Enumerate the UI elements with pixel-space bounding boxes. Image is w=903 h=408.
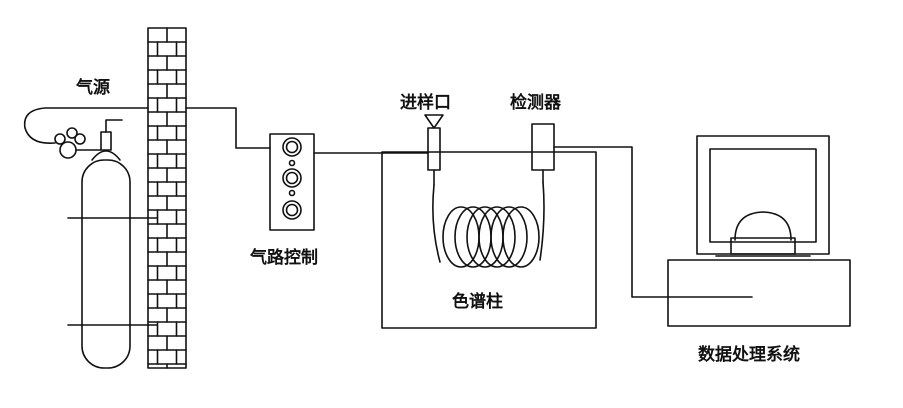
- tubing-source-to-control: [185, 107, 271, 149]
- computer-base: [667, 259, 851, 327]
- detector-label: 检测器: [510, 93, 561, 113]
- regulator-gauges: [54, 127, 102, 159]
- brick-wall: [147, 27, 187, 369]
- gas-source-loop: [23, 107, 149, 145]
- signal-cable: [553, 146, 753, 298]
- column-coil: [432, 181, 545, 268]
- injection-port-label: 进样口: [400, 93, 451, 113]
- data-system-label: 数据处理系统: [698, 345, 800, 365]
- gas-control-panel: [269, 133, 315, 231]
- column-oven: [381, 151, 597, 329]
- gas-cylinder: [67, 119, 158, 369]
- detector: [531, 123, 555, 183]
- injection-port: [424, 114, 444, 186]
- column-label: 色谱柱: [452, 292, 503, 312]
- gas-control-label: 气路控制: [250, 248, 318, 268]
- gas-source-label: 气源: [76, 78, 110, 98]
- computer-monitor: [696, 135, 830, 257]
